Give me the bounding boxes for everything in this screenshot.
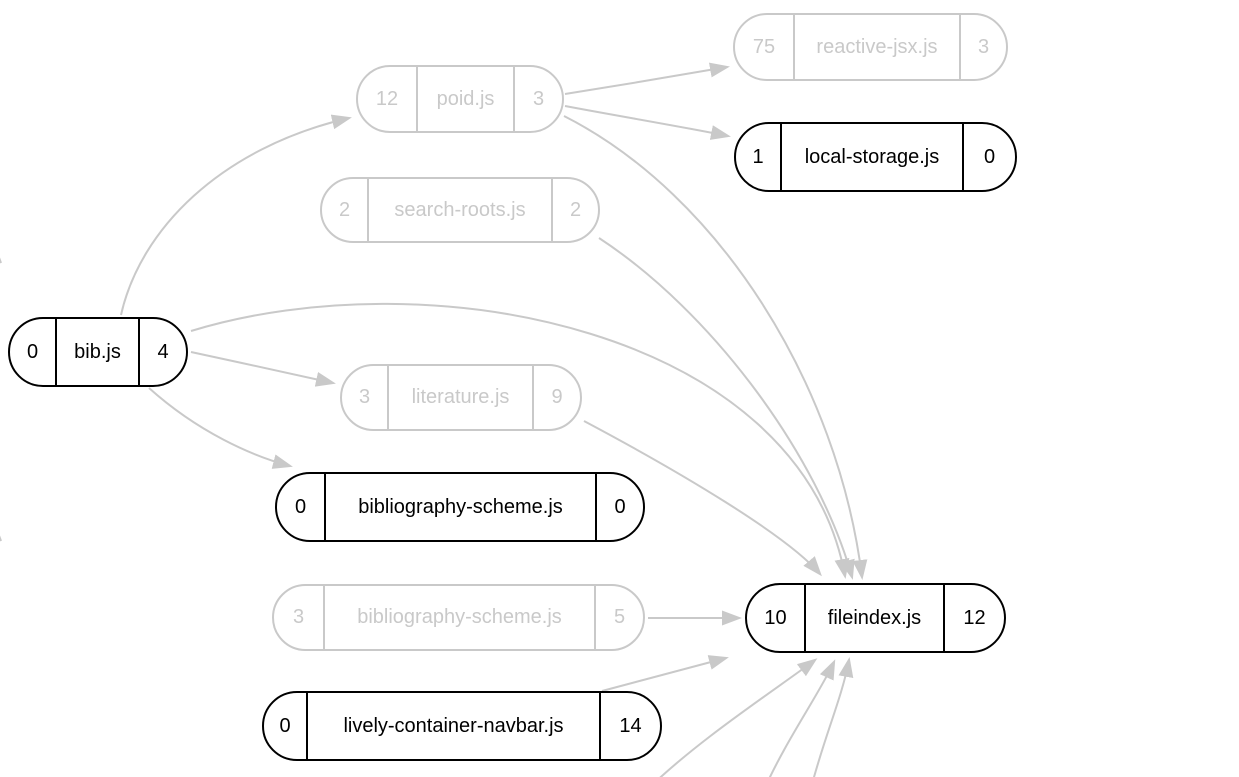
- edge-bib-js-to-bibliography-scheme-js: [148, 387, 293, 469]
- module-name: poid.js: [436, 87, 495, 110]
- incoming-count: 12: [358, 67, 418, 131]
- edge-offscreen-left-1-to-offscreen-left-1: [0, 257, 2, 264]
- edge-offscreen-bottom-2-to-fileindex-js: [768, 659, 836, 777]
- outgoing-count: 0: [595, 474, 643, 540]
- module-name: reactive-jsx.js: [816, 35, 938, 58]
- outgoing-count: 4: [138, 319, 186, 385]
- module-name: bibliography-scheme.js: [357, 606, 562, 628]
- edge-offscreen-left-2-to-offscreen-left-2: [0, 535, 2, 542]
- edge-offscreen-bottom-3-to-fileindex-js: [812, 657, 854, 777]
- node-bib-js[interactable]: 0 bib.js 4: [8, 317, 188, 387]
- edge-poid-js-to-fileindex-js: [563, 115, 868, 580]
- node-lively-container-navbar-js[interactable]: 0 lively-container-navbar.js 14: [262, 691, 662, 761]
- edge-literature-js-to-fileindex-js: [583, 420, 822, 577]
- edge-lively-container-navbar-js-to-fileindex-js: [601, 655, 729, 692]
- edge-bib-js-to-fileindex-js: [190, 302, 850, 579]
- module-name: bib.js: [74, 340, 121, 363]
- outgoing-count: 3: [959, 15, 1006, 79]
- node-local-storage-js[interactable]: 1 local-storage.js 0: [734, 122, 1017, 192]
- incoming-count: 0: [277, 474, 326, 540]
- node-search-roots-js[interactable]: 2 search-roots.js 2: [320, 177, 600, 243]
- outgoing-count: 5: [594, 586, 643, 649]
- outgoing-count: 12: [943, 585, 1004, 651]
- outgoing-count: 14: [599, 693, 660, 759]
- incoming-count: 0: [10, 319, 57, 385]
- edge-poid-js-to-reactive-jsx-js: [564, 62, 730, 95]
- incoming-count: 2: [322, 179, 369, 241]
- module-name: bibliography-scheme.js: [358, 495, 563, 518]
- edge-bib-js-to-poid-js: [120, 114, 352, 316]
- incoming-count: 3: [342, 366, 389, 429]
- node-bibliography-scheme-js-2[interactable]: 3 bibliography-scheme.js 5: [272, 584, 645, 651]
- module-name: local-storage.js: [804, 145, 940, 168]
- edge-search-roots-js-to-fileindex-js: [598, 237, 855, 580]
- node-reactive-jsx-js[interactable]: 75 reactive-jsx.js 3: [733, 13, 1008, 81]
- outgoing-count: 3: [513, 67, 562, 131]
- outgoing-count: 0: [962, 124, 1015, 190]
- incoming-count: 0: [264, 693, 308, 759]
- incoming-count: 1: [736, 124, 782, 190]
- node-poid-js[interactable]: 12 poid.js 3: [356, 65, 564, 133]
- module-name: fileindex.js: [827, 606, 922, 629]
- outgoing-count: 9: [532, 366, 580, 429]
- node-fileindex-js[interactable]: 10 fileindex.js 12: [745, 583, 1006, 653]
- edge-bib-js-to-literature-js: [190, 351, 336, 387]
- module-name: search-roots.js: [394, 198, 526, 221]
- module-name: lively-container-navbar.js: [343, 714, 564, 737]
- incoming-count: 3: [274, 586, 325, 649]
- node-bibliography-scheme-js[interactable]: 0 bibliography-scheme.js 0: [275, 472, 645, 542]
- outgoing-count: 2: [551, 179, 598, 241]
- edge-offscreen-bottom-1-to-fileindex-js: [659, 658, 818, 777]
- incoming-count: 10: [747, 585, 806, 651]
- incoming-count: 75: [735, 15, 795, 79]
- node-literature-js[interactable]: 3 literature.js 9: [340, 364, 582, 431]
- module-name: literature.js: [411, 386, 510, 408]
- edge-group: [0, 62, 868, 777]
- edge-poid-js-to-local-storage-js: [564, 105, 731, 140]
